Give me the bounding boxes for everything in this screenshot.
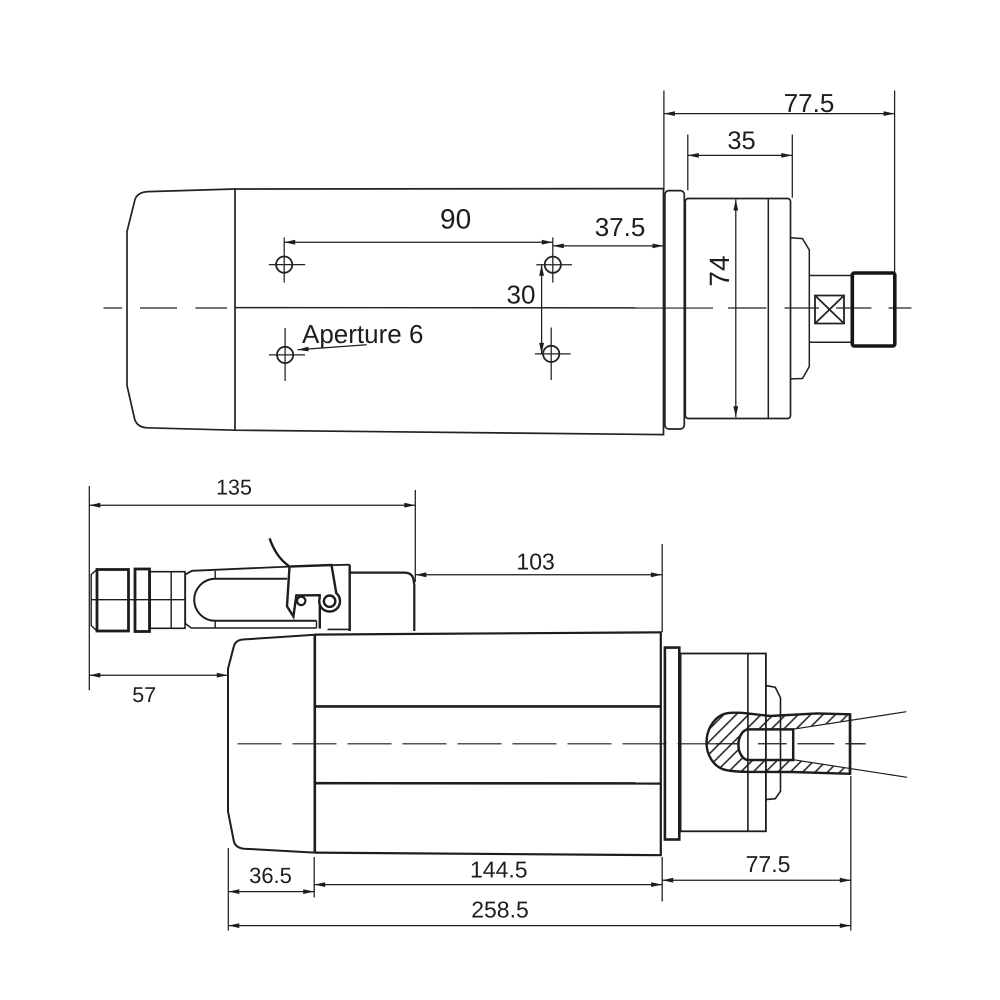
svg-text:35: 35 bbox=[727, 127, 755, 155]
svg-text:37.5: 37.5 bbox=[595, 212, 646, 242]
svg-text:30: 30 bbox=[507, 279, 536, 309]
svg-text:258.5: 258.5 bbox=[471, 897, 529, 923]
svg-text:36.5: 36.5 bbox=[249, 863, 292, 888]
svg-text:74: 74 bbox=[704, 255, 735, 286]
svg-text:57: 57 bbox=[132, 683, 156, 707]
svg-text:Aperture 6: Aperture 6 bbox=[302, 319, 423, 349]
svg-text:77.5: 77.5 bbox=[784, 88, 835, 118]
svg-text:77.5: 77.5 bbox=[746, 851, 791, 877]
svg-text:90: 90 bbox=[440, 204, 471, 235]
svg-text:135: 135 bbox=[216, 476, 252, 500]
svg-text:144.5: 144.5 bbox=[470, 856, 528, 882]
svg-text:103: 103 bbox=[516, 549, 554, 575]
